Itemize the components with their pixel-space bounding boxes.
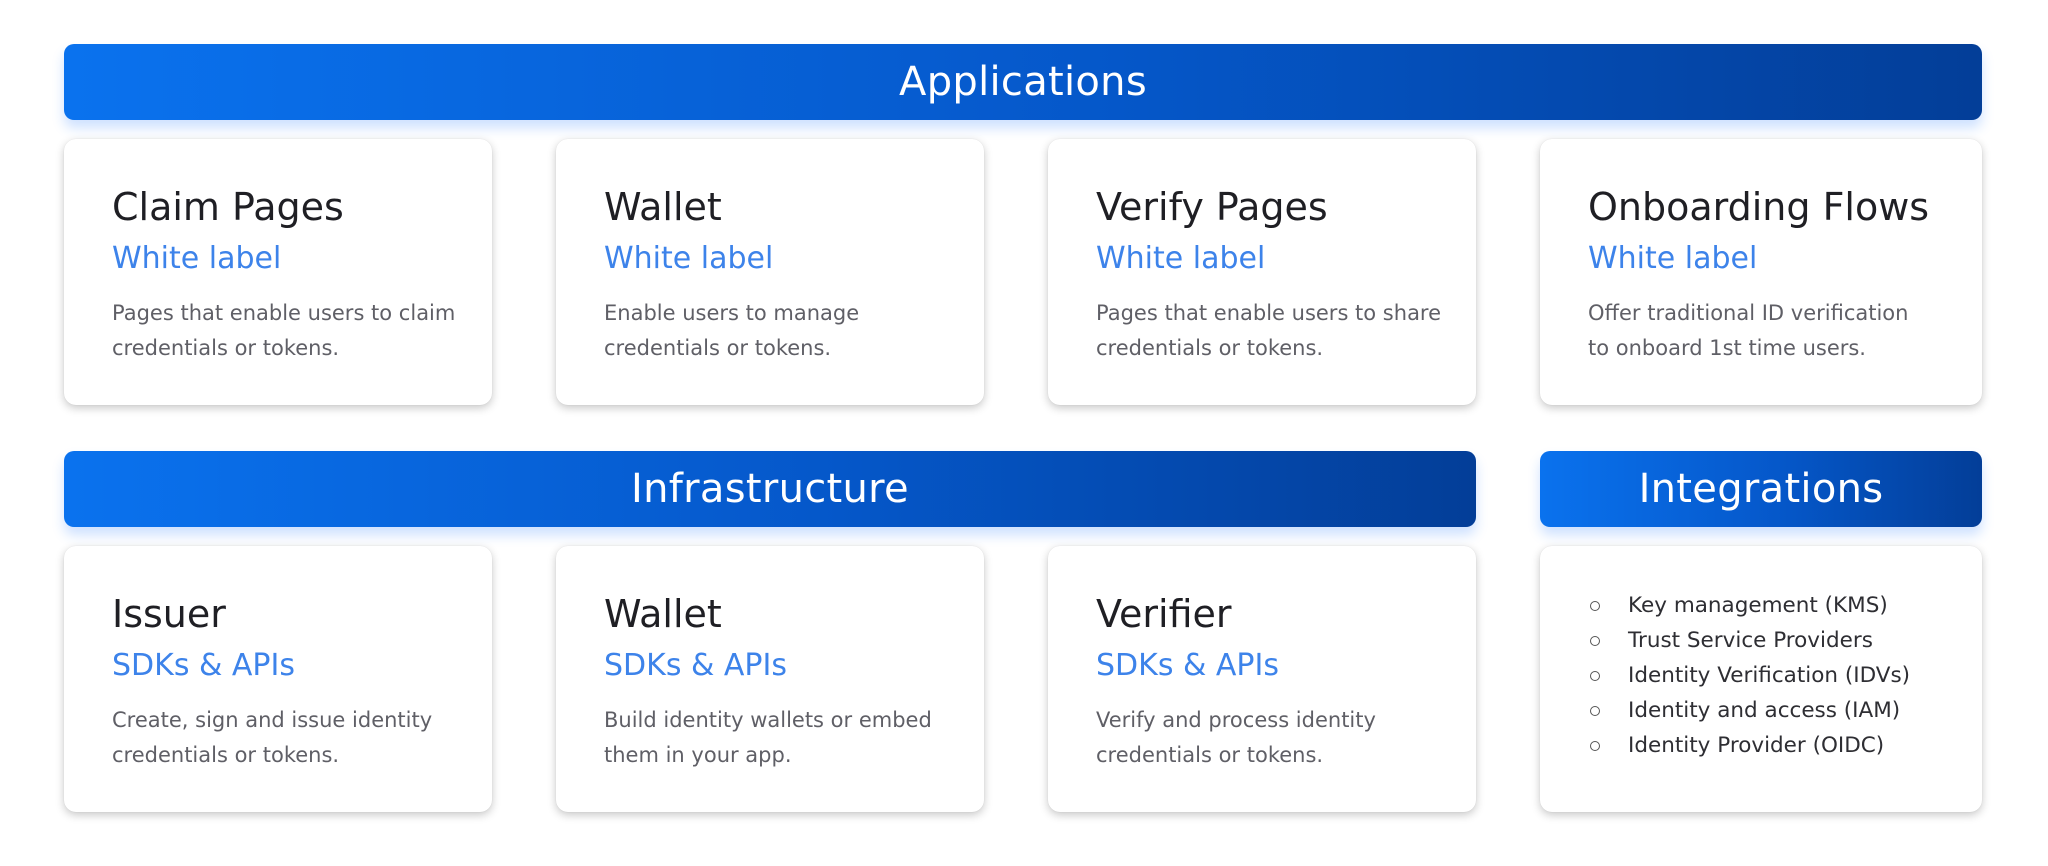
card-issuer: Issuer SDKs & APIs Create, sign and issu… [64,546,492,812]
integrations-header: Integrations [1540,451,1982,527]
card-description: Pages that enable users to share credent… [1096,301,1442,360]
card-title: Verifier [1096,592,1232,636]
card-integrations: Key management (KMS) Trust Service Provi… [1540,546,1982,812]
list-item: Key management (KMS) [1588,588,1982,623]
card-subtitle: White label [112,241,282,276]
list-item-label: Identity Provider (OIDC) [1628,733,1885,758]
integrations-header-label: Integrations [1638,466,1884,512]
card-description: Offer traditional ID verification to onb… [1588,301,1909,360]
card-description: Enable users to manage credentials or to… [604,301,860,360]
card-verifier: Verifier SDKs & APIs Verify and process … [1048,546,1476,812]
list-item: Identity Verification (IDVs) [1588,658,1982,693]
circle-bullet-icon [1590,740,1600,751]
card-title: Wallet [604,592,722,636]
card-description: Pages that enable users to claim credent… [112,301,456,360]
card-subtitle: White label [604,241,774,276]
card-description: Create, sign and issue identity credenti… [112,708,433,767]
card-title: Onboarding Flows [1588,185,1930,229]
card-claim-pages: Claim Pages White label Pages that enabl… [64,139,492,405]
card-wallet-infra: Wallet SDKs & APIs Build identity wallet… [556,546,984,812]
card-subtitle: SDKs & APIs [1096,648,1280,683]
list-item-label: Identity and access (IAM) [1628,698,1901,723]
card-subtitle: White label [1588,241,1758,276]
circle-bullet-icon [1590,635,1600,646]
integrations-list: Key management (KMS) Trust Service Provi… [1588,588,1982,763]
applications-header-label: Applications [899,59,1147,105]
card-verify-pages: Verify Pages White label Pages that enab… [1048,139,1476,405]
card-subtitle: SDKs & APIs [112,648,296,683]
card-onboarding-flows: Onboarding Flows White label Offer tradi… [1540,139,1982,405]
circle-bullet-icon [1590,670,1600,681]
circle-bullet-icon [1590,600,1600,611]
card-subtitle: White label [1096,241,1266,276]
list-item: Identity and access (IAM) [1588,693,1982,728]
list-item: Trust Service Providers [1588,623,1982,658]
card-title: Verify Pages [1096,185,1328,229]
list-item-label: Key management (KMS) [1628,593,1888,618]
card-subtitle: SDKs & APIs [604,648,788,683]
list-item-label: Trust Service Providers [1628,628,1873,653]
card-description: Build identity wallets or embed them in … [604,708,932,767]
list-item: Identity Provider (OIDC) [1588,728,1982,763]
list-item-label: Identity Verification (IDVs) [1628,663,1911,688]
card-description: Verify and process identity credentials … [1096,708,1376,767]
card-title: Wallet [604,185,722,229]
infrastructure-header-label: Infrastructure [631,466,909,512]
card-title: Issuer [112,592,226,636]
circle-bullet-icon [1590,705,1600,716]
infrastructure-header: Infrastructure [64,451,1476,527]
applications-header: Applications [64,44,1982,120]
card-wallet-app: Wallet White label Enable users to manag… [556,139,984,405]
card-title: Claim Pages [112,185,344,229]
